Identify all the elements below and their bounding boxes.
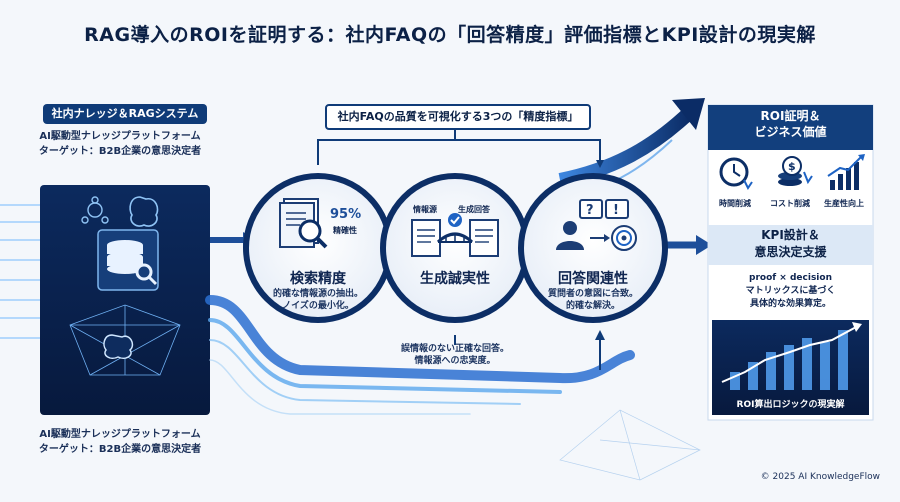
m1-label: 検索精度: [290, 271, 346, 287]
m3-desc1: 質問者の意図に合致。: [547, 289, 638, 299]
document-search-icon: [279, 198, 328, 249]
kpi-desc-1: proof × decision: [749, 273, 832, 283]
kpi-title-1: KPI設計＆: [761, 228, 820, 242]
metrics-banner: 社内FAQの品質を可視化する3つの「精度指標」: [325, 104, 591, 130]
bridge-check-icon: [411, 213, 499, 257]
icon-label-1: 時間削減: [719, 199, 751, 208]
m2-desc1: 誤情報のない正確な回答。: [400, 344, 509, 354]
m2-tag-left: 情報源: [413, 205, 437, 214]
left-top-line1: AI駆動型ナレッジプラットフォーム: [39, 131, 201, 142]
kpi-title-2: 意思決定支援: [754, 245, 827, 259]
m1-stat: 95%: [330, 207, 362, 222]
page-title: RAG導入のROIを証明する：社内FAQの「回答精度」評価指標とKPI設計の現実…: [84, 24, 816, 46]
database-icon: [107, 240, 143, 274]
left-panel-icons: [69, 196, 181, 376]
kpi-desc-2: マトリックスに基づく: [745, 286, 836, 296]
left-bottom-line1: AI駆動型ナレッジプラットフォーム: [39, 429, 201, 440]
m2-label: 生成誠実性: [420, 271, 490, 287]
bar-chart-up-icon: [827, 154, 865, 190]
svg-text:$: $: [788, 160, 796, 173]
m1-desc2: ノイズの最小化。: [282, 301, 354, 311]
roi-title-2: ビジネス価値: [754, 125, 827, 139]
footer-copyright: © 2025 AI KnowledgeFlow: [760, 472, 880, 482]
magnifier-icon: [135, 263, 158, 286]
icon-label-3: 生産性向上: [824, 199, 864, 208]
roi-bar-chart: [730, 330, 848, 390]
chart-caption: ROI算出ロジックの現実解: [736, 400, 845, 410]
coin-down-icon: $: [778, 156, 813, 186]
m1-desc1: 的確な情報源の抽出。: [272, 289, 363, 299]
icon-label-2: コスト削減: [770, 199, 810, 208]
svg-text:?: ?: [586, 203, 594, 218]
roi-title-1: ROI証明＆: [760, 109, 821, 123]
svg-text:!: !: [613, 203, 619, 218]
network-icon: [81, 196, 109, 224]
m2-tag-right: 生成回答: [458, 205, 490, 214]
m3-label: 回答関連性: [558, 271, 628, 287]
left-panel-bg: [40, 185, 210, 415]
m2-desc2: 情報源への忠実度。: [414, 356, 496, 366]
m1-stat-label: 精確性: [333, 226, 357, 235]
left-header: 社内ナレッジ＆RAGシステム: [43, 104, 207, 124]
left-bottom-line2: ターゲット：B2B企業の意思決定者: [38, 444, 202, 455]
clock-down-icon: [719, 157, 753, 190]
kpi-desc-3: 具体的な効果算定。: [749, 299, 831, 309]
user-question-target-icon: ? !: [556, 199, 637, 251]
brain-icon: [129, 196, 159, 227]
m3-desc2: 的確な解決。: [565, 301, 620, 311]
roi-icons: $: [719, 154, 865, 190]
left-top-line2: ターゲット：B2B企業の意思決定者: [38, 146, 202, 157]
